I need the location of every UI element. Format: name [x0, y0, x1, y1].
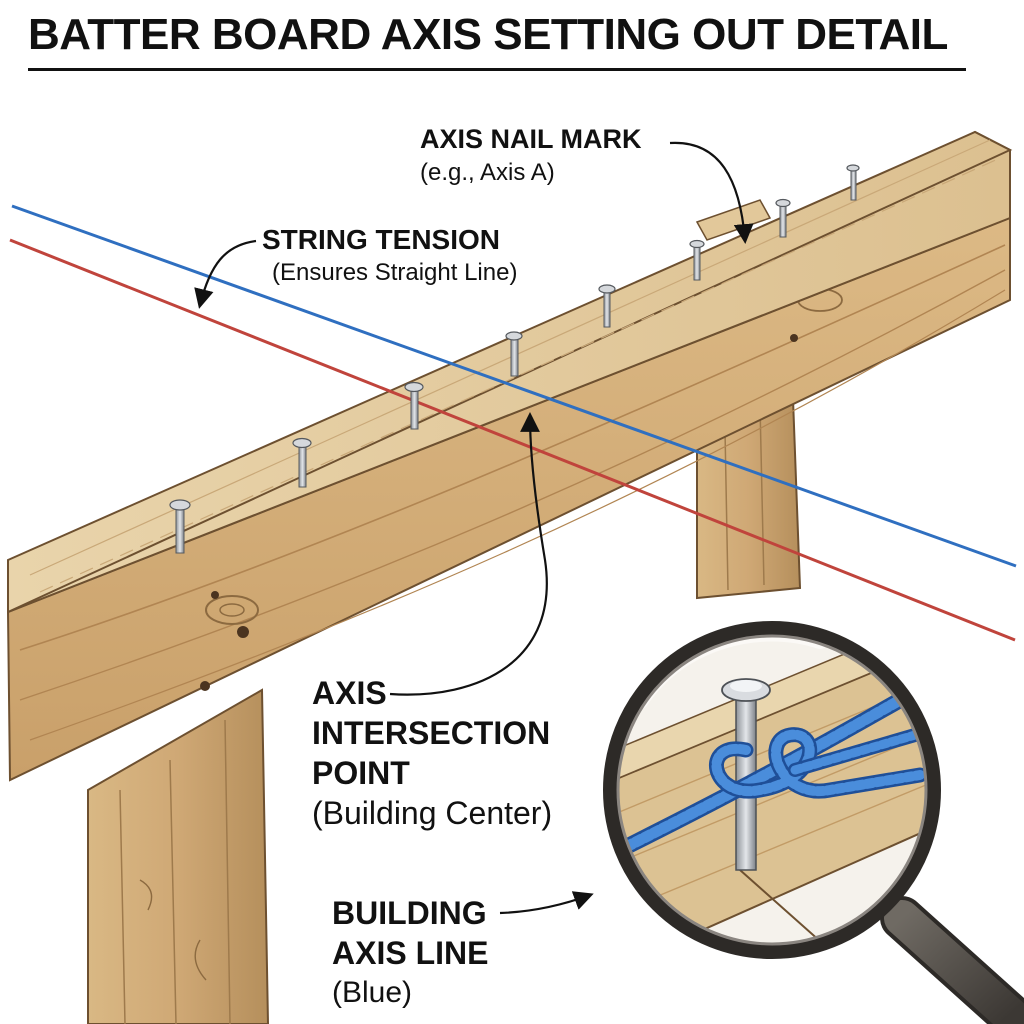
nail	[505, 331, 523, 377]
label-axis-intersection-line1: AXIS	[312, 675, 387, 711]
leader-nail-mark	[669, 141, 754, 244]
note-axis-nail-mark: (e.g., Axis A)	[420, 159, 555, 186]
nail	[846, 164, 860, 201]
leader-intersection	[389, 412, 548, 696]
page-title: BATTER BOARD AXIS SETTING OUT DETAIL	[28, 10, 948, 59]
label-axis-intersection-line2: INTERSECTION	[312, 715, 551, 751]
nails	[169, 164, 860, 554]
note-axis-intersection: (Building Center)	[312, 795, 553, 831]
note-string-tension: (Ensures Straight Line)	[272, 259, 518, 286]
note-building-axis: (Blue)	[332, 976, 413, 1009]
label-building-axis-line1: BUILDING	[332, 895, 487, 931]
label-axis-nail-mark: AXIS NAIL MARK	[420, 124, 642, 154]
front-post	[87, 688, 270, 1024]
nail	[775, 198, 791, 238]
nail	[689, 239, 705, 281]
title-underline	[28, 68, 966, 71]
leader-string-tension	[194, 239, 257, 309]
label-axis-intersection-line3: POINT	[312, 755, 410, 791]
magnifier	[603, 621, 1024, 1024]
nail	[169, 499, 191, 554]
red-string	[9, 238, 1016, 642]
nail	[292, 437, 312, 488]
leader-axis-line	[499, 891, 594, 915]
nail	[404, 381, 424, 430]
nail	[598, 284, 616, 328]
beam-top	[7, 130, 1013, 614]
label-string-tension: STRING TENSION	[262, 224, 501, 255]
blue-string	[11, 204, 1017, 568]
label-building-axis-line2: AXIS LINE	[332, 935, 489, 971]
leader-lines	[194, 141, 754, 915]
